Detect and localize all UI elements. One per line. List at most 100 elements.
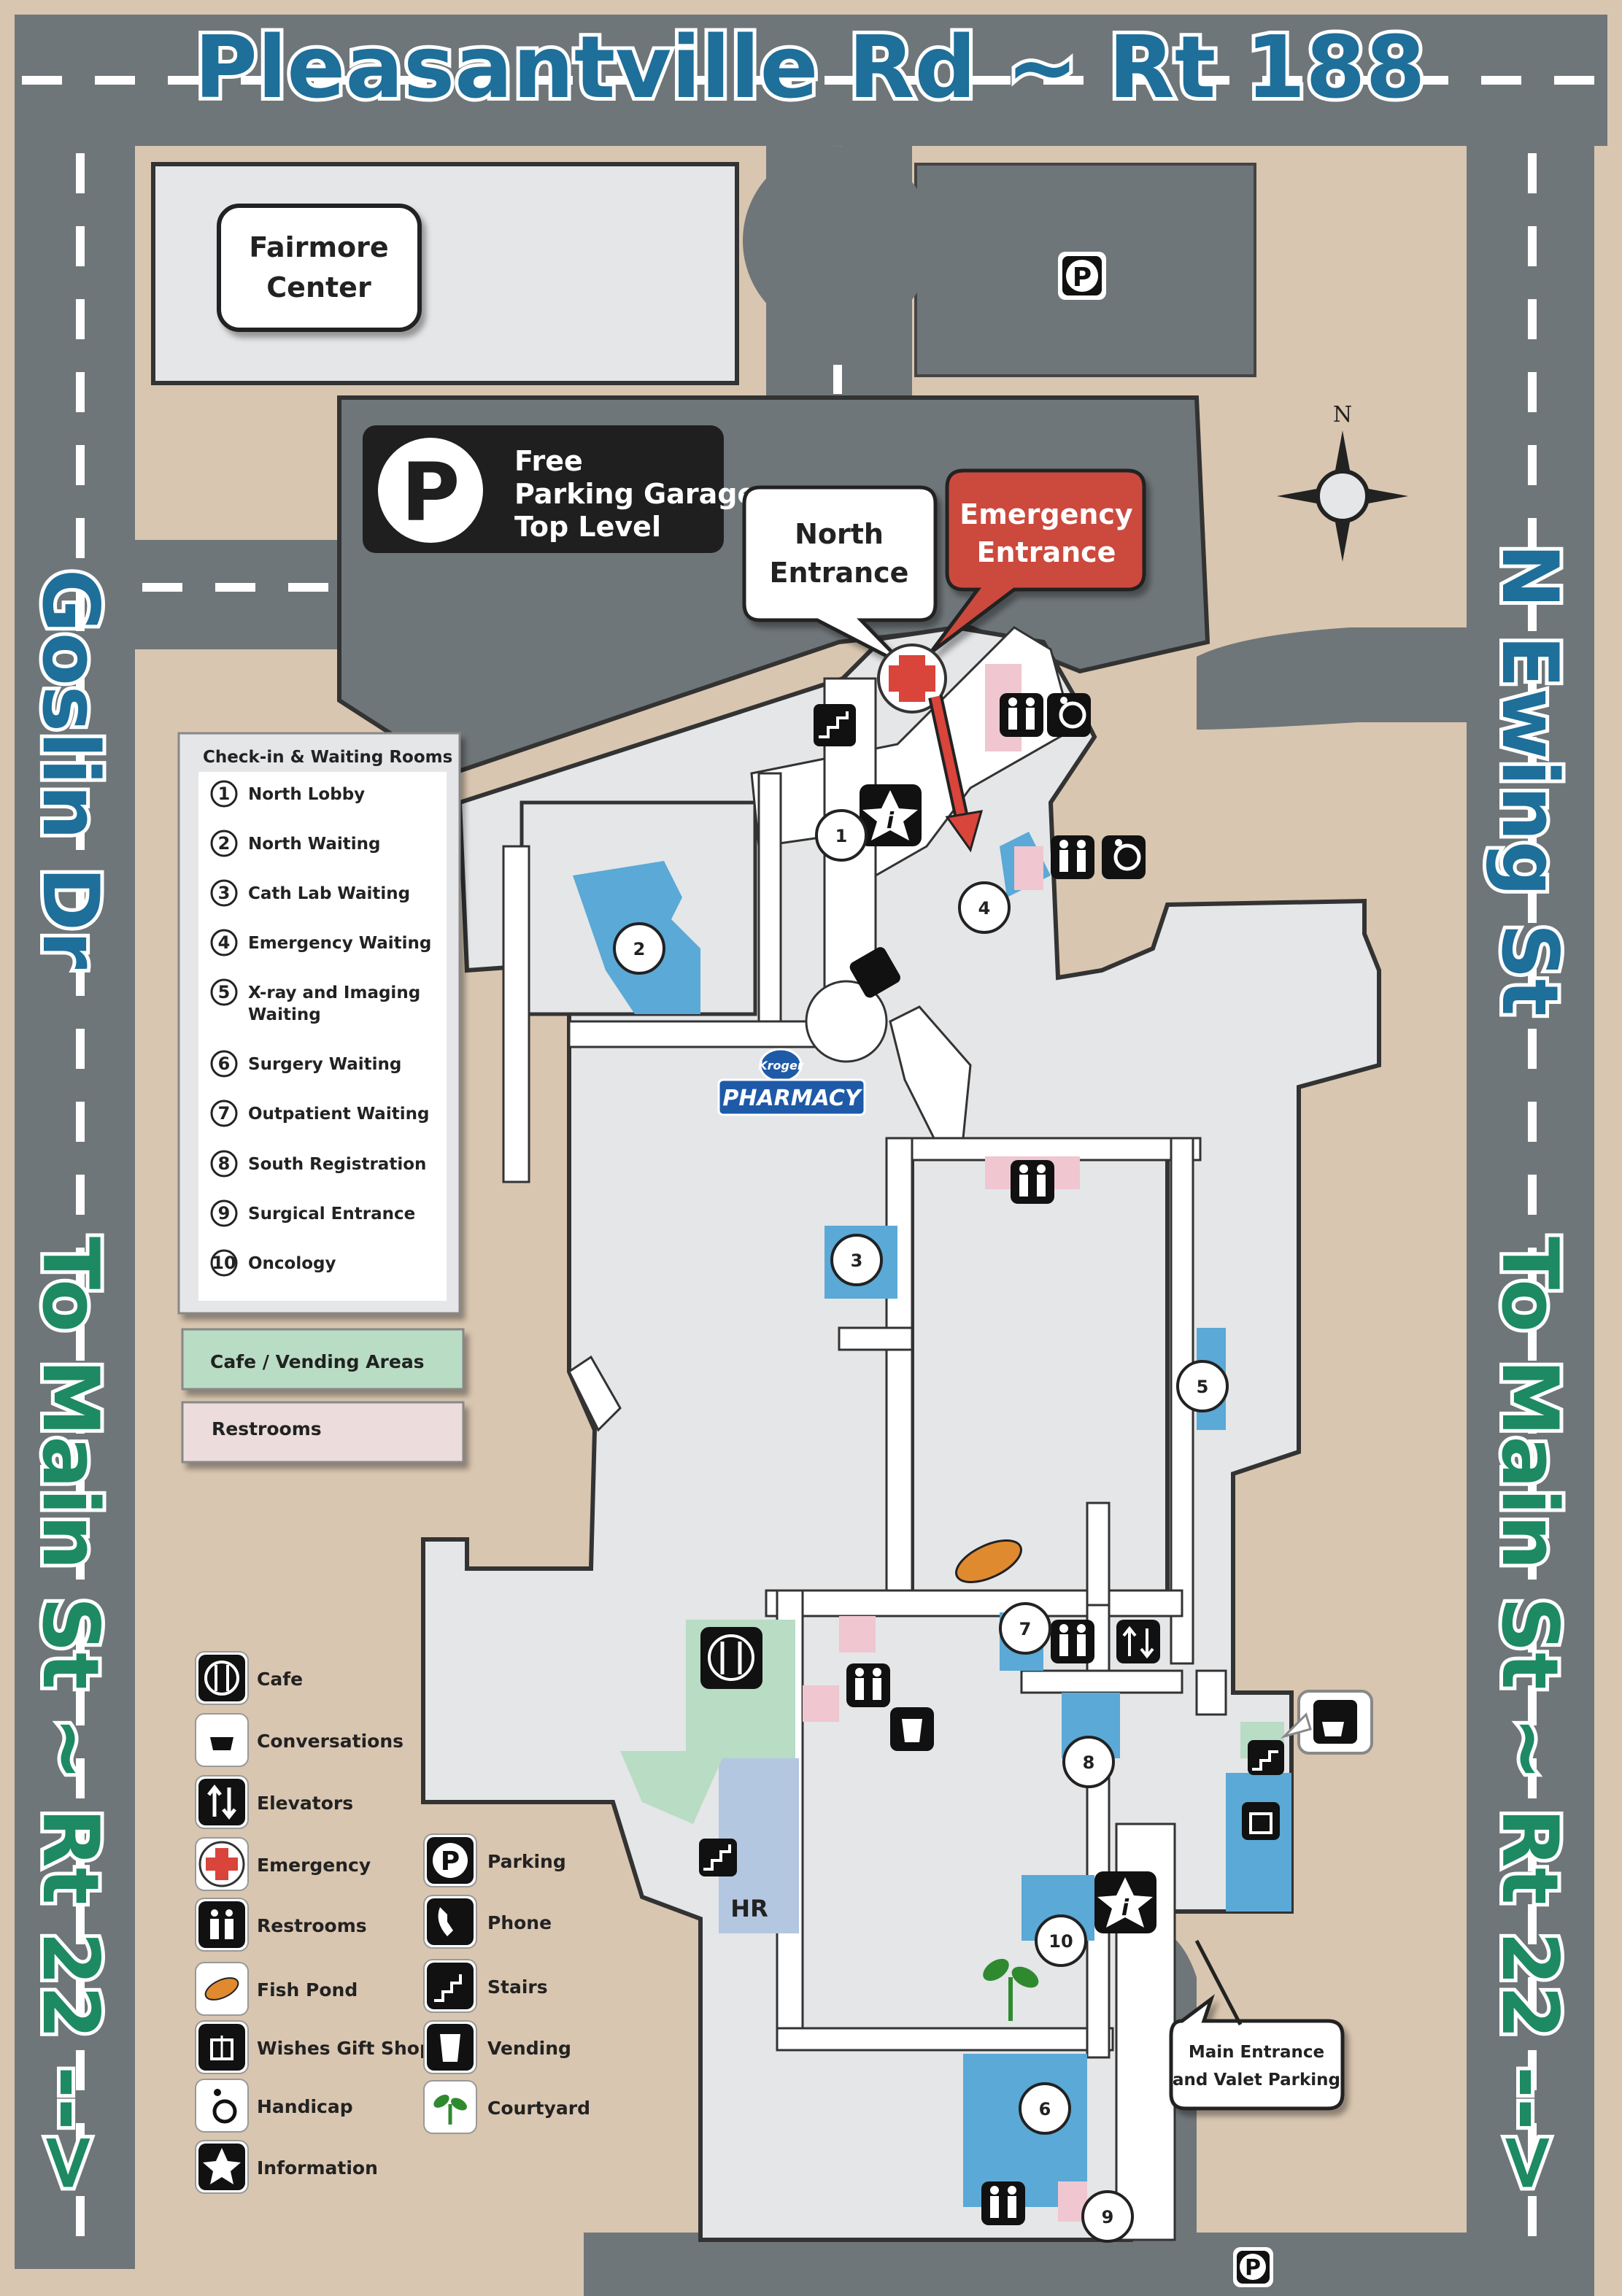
svg-text:Wishes Gift Shop: Wishes Gift Shop	[257, 2038, 433, 2059]
road-spur-west	[135, 540, 347, 649]
svg-text:8: 8	[1083, 1752, 1095, 1773]
svg-text:Cath Lab Waiting: Cath Lab Waiting	[248, 884, 410, 903]
svg-text:2: 2	[218, 833, 231, 854]
svg-text:P: P	[441, 1847, 460, 1876]
waiting-room-marker: 6	[1019, 2082, 1071, 2135]
svg-text:9: 9	[1102, 2207, 1114, 2227]
svg-text:Phone: Phone	[487, 1912, 552, 1933]
svg-text:Waiting: Waiting	[248, 1005, 321, 1024]
gift-shop-area	[1226, 1773, 1291, 1912]
cafe-icon	[700, 1627, 762, 1689]
restroom-icon	[1051, 1620, 1094, 1663]
svg-text:Parking Garage: Parking Garage	[514, 478, 756, 510]
handicap-icon	[1102, 835, 1146, 879]
legend-symbol: Emergency	[195, 1837, 371, 1891]
road-label-right-main: To Main St ~ Rt 22 -->	[1485, 1237, 1575, 2195]
svg-text:Emergency: Emergency	[257, 1855, 371, 1876]
svg-text:5: 5	[218, 982, 231, 1002]
svg-text:1: 1	[218, 784, 231, 804]
elevators-icon	[849, 947, 900, 998]
area-legend-restrooms: Restrooms	[181, 1401, 465, 1464]
svg-text:Restrooms: Restrooms	[212, 1418, 322, 1439]
svg-text:10: 10	[212, 1253, 236, 1273]
svg-text:Outpatient Waiting: Outpatient Waiting	[248, 1105, 429, 1124]
parking-icon-north-lot: P	[1058, 252, 1106, 300]
svg-text:Stairs: Stairs	[487, 1976, 548, 1998]
svg-text:6: 6	[218, 1054, 231, 1074]
waiting-room-marker: 3	[830, 1234, 883, 1286]
handicap-icon	[1047, 693, 1091, 737]
road-label-top: Pleasantville Rd ~ Rt 188	[194, 17, 1425, 117]
legend-symbol: Phone	[423, 1895, 552, 1949]
svg-text:X-ray and Imaging: X-ray and Imaging	[248, 983, 420, 1002]
emergency-cross-icon	[877, 643, 947, 714]
road-spur-east	[1197, 627, 1467, 730]
information-icon: i	[1094, 1871, 1156, 1933]
courtyard-block-upper	[910, 1154, 1170, 1604]
checkin-item: 7 Outpatient Waiting	[210, 1099, 429, 1127]
svg-text:4: 4	[218, 932, 231, 953]
svg-text:Top Level: Top Level	[514, 511, 661, 543]
svg-text:Oncology: Oncology	[248, 1254, 336, 1273]
waiting-room-marker: 2	[613, 922, 665, 975]
checkin-item: 2 North Waiting	[210, 830, 380, 857]
legend-symbol: Information	[195, 2140, 378, 2194]
garage-label: P Free Parking Garage Top Level	[363, 425, 756, 553]
symbol-legend: CafeConversationsElevatorsEmergencyRestr…	[195, 1651, 590, 2194]
svg-text:Parking: Parking	[487, 1851, 566, 1872]
svg-text:Surgery Waiting: Surgery Waiting	[248, 1055, 401, 1074]
road-label-left-main: To Main St ~ Rt 22 -->	[26, 1237, 115, 2195]
checkin-item: 6 Surgery Waiting	[210, 1050, 401, 1078]
pharmacy-logo: Kroger PHARMACY	[717, 1048, 866, 1116]
svg-text:P: P	[1245, 2255, 1261, 2281]
information-icon: i	[860, 784, 922, 846]
courtyard-icon	[983, 1958, 1039, 2021]
svg-text:North Waiting: North Waiting	[248, 835, 380, 854]
svg-text:Conversations: Conversations	[257, 1731, 403, 1752]
svg-text:7: 7	[218, 1103, 231, 1124]
fish-pond-icon	[955, 1539, 1022, 1583]
svg-text:PHARMACY: PHARMACY	[722, 1086, 863, 1111]
waiting-room-marker: 8	[1062, 1736, 1115, 1788]
svg-text:Free: Free	[514, 445, 583, 477]
svg-text:Entrance: Entrance	[770, 557, 909, 589]
road-left	[15, 15, 135, 2269]
legend-symbol: Stairs	[423, 1959, 548, 2013]
checkin-item: 3 Cath Lab Waiting	[210, 879, 410, 907]
svg-text:Information: Information	[257, 2157, 378, 2179]
svg-text:Emergency Waiting: Emergency Waiting	[248, 934, 431, 953]
legend-symbol: Restrooms	[195, 1898, 367, 1952]
svg-text:North Lobby: North Lobby	[248, 785, 365, 804]
fairmore-label: Fairmore Center	[217, 204, 422, 332]
svg-text:Courtyard: Courtyard	[487, 2098, 590, 2119]
legend-symbol: Wishes Gift Shop	[195, 2020, 433, 2074]
restroom-icon	[1051, 835, 1094, 879]
legend-symbol: P Parking	[423, 1833, 566, 1887]
svg-text:North: North	[795, 518, 884, 550]
waiting-room-marker: 9	[1081, 2190, 1134, 2243]
checkin-item: 10 Oncology	[210, 1249, 336, 1277]
restroom-icon	[981, 2181, 1025, 2225]
svg-text:Fish Pond: Fish Pond	[257, 1979, 358, 2001]
svg-text:Cafe / Vending Areas: Cafe / Vending Areas	[210, 1351, 425, 1372]
corridors	[502, 626, 1227, 2241]
svg-text:i: i	[887, 808, 895, 834]
waiting-room-marker: 4	[958, 881, 1011, 934]
emergency-entrance-label: Emergency Entrance	[928, 468, 1146, 654]
svg-text:7: 7	[1019, 1619, 1032, 1639]
road-label-right: N Ewing St	[1485, 544, 1575, 1016]
svg-text:South Registration: South Registration	[248, 1155, 426, 1174]
svg-text:8: 8	[218, 1153, 231, 1174]
svg-text:10: 10	[1048, 1931, 1073, 1952]
svg-text:3: 3	[218, 883, 231, 903]
waiting-room-marker: 1	[815, 809, 868, 862]
svg-text:Center: Center	[266, 271, 371, 304]
svg-text:9: 9	[218, 1203, 231, 1224]
svg-text:Handicap: Handicap	[257, 2096, 353, 2117]
svg-text:Emergency: Emergency	[959, 498, 1133, 530]
svg-text:1: 1	[835, 826, 848, 846]
restroom-icon	[846, 1663, 890, 1707]
area-legend-cafe: Cafe / Vending Areas	[181, 1328, 465, 1391]
